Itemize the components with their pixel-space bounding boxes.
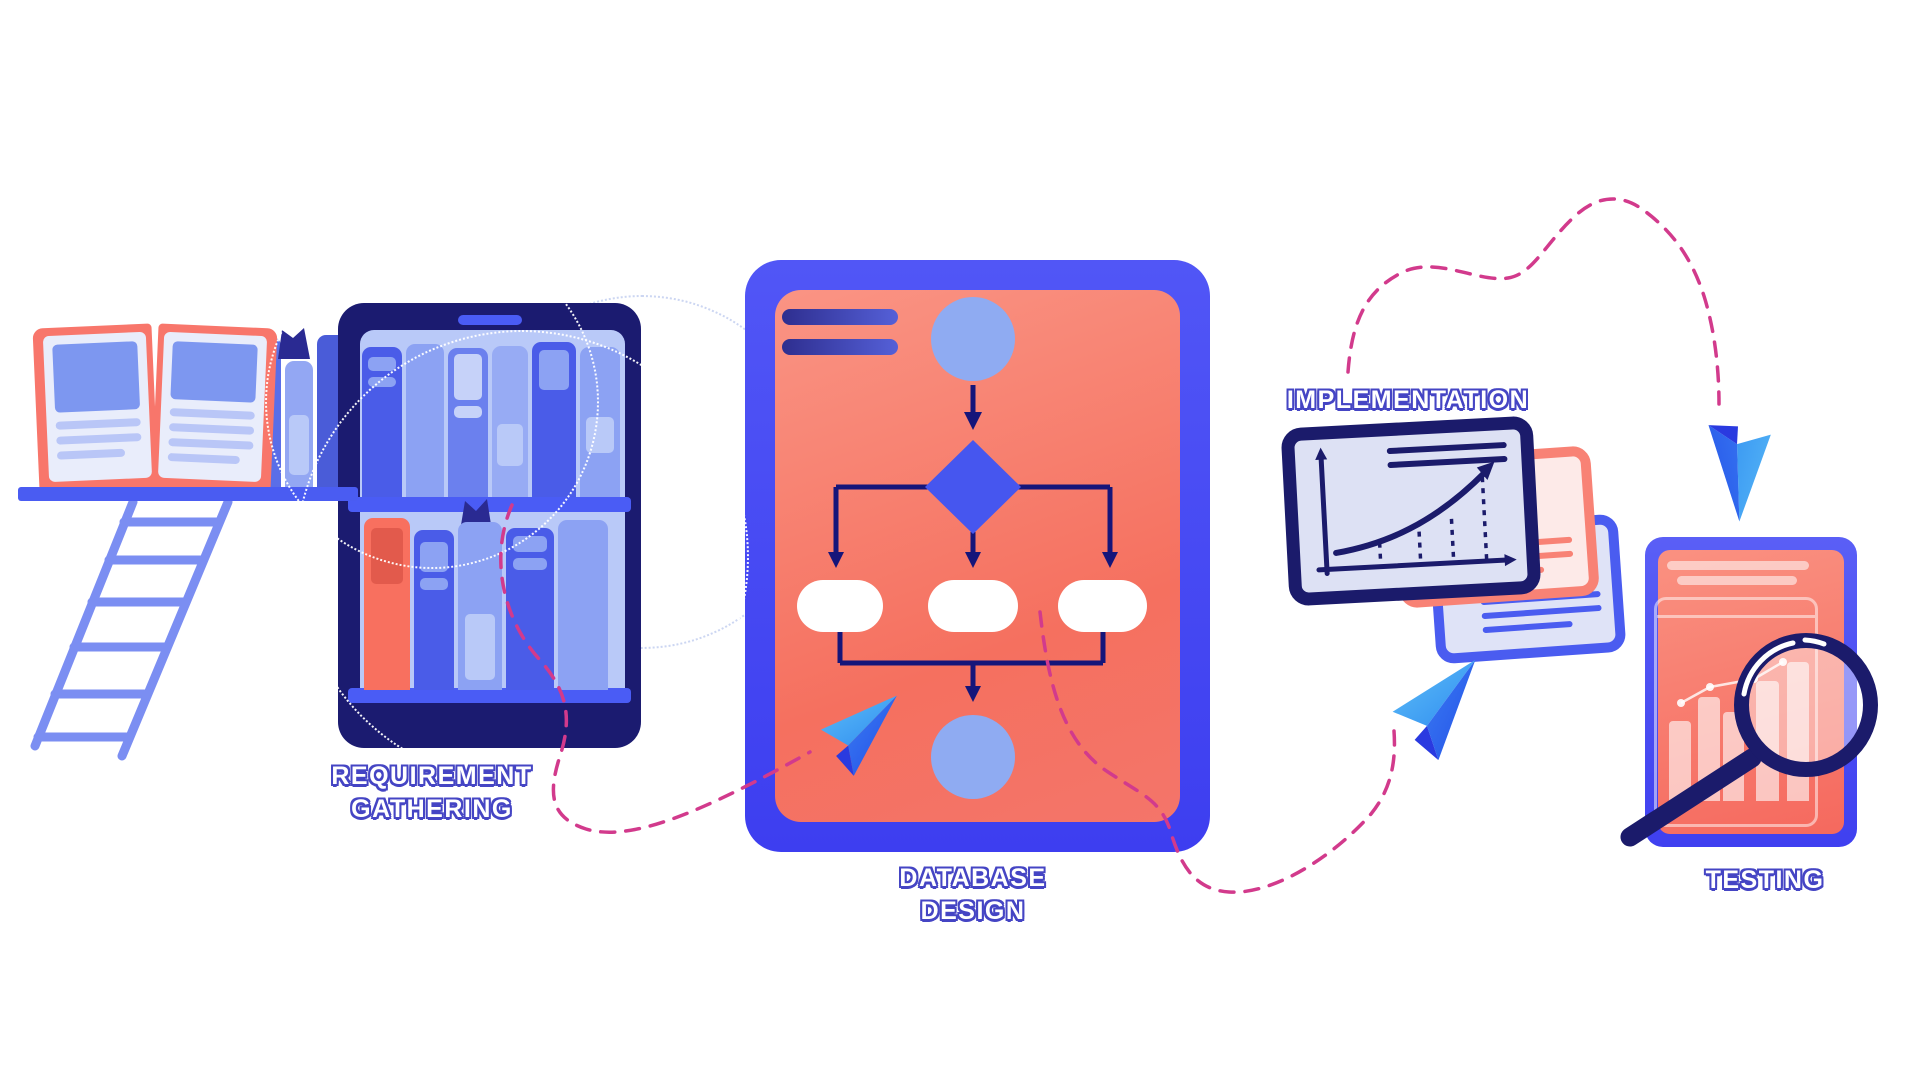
flow-option-3 [1058, 580, 1147, 632]
stage-label-implementation: IMPLEMENTATION [1286, 385, 1530, 415]
paper-plane-icon [1392, 659, 1476, 761]
bookmark-flag-icon [278, 328, 310, 359]
bookshelf-tablet-icon [338, 303, 641, 748]
tablet-camera-slot [457, 315, 522, 325]
growth-chart-card-icon [1280, 415, 1542, 607]
connector-impl-to-testing [1346, 197, 1721, 406]
growth-line-chart [1315, 442, 1517, 576]
paper-plane-icon [1708, 425, 1771, 522]
stage-label-database-design: DATABASE DESIGN [898, 863, 1047, 926]
menu-line [782, 309, 898, 325]
bar [1669, 721, 1691, 801]
report-title-line [1667, 561, 1809, 570]
report-title-line [1677, 576, 1797, 585]
flow-start-circle [931, 297, 1015, 381]
flow-decision-diamond [925, 440, 1021, 534]
stage-label-requirement-gathering: REQUIREMENT GATHERING [330, 761, 533, 824]
shelf-bar [18, 487, 358, 501]
stage-label-testing: TESTING [1705, 865, 1825, 895]
open-book-icon [32, 323, 278, 493]
bookcase-top-row [362, 342, 624, 497]
flow-end-circle [931, 715, 1015, 799]
book-spine [285, 361, 313, 487]
flow-option-1 [797, 580, 883, 632]
menu-line [782, 339, 898, 355]
bookcase-bottom-row [364, 512, 624, 690]
paper-plane-icon [820, 695, 897, 776]
shelf-divider [348, 688, 631, 703]
magnifier-icon [1734, 633, 1878, 777]
ladder-icon [30, 497, 233, 761]
magnifier-handle [1620, 748, 1762, 847]
flow-option-2 [928, 580, 1018, 632]
